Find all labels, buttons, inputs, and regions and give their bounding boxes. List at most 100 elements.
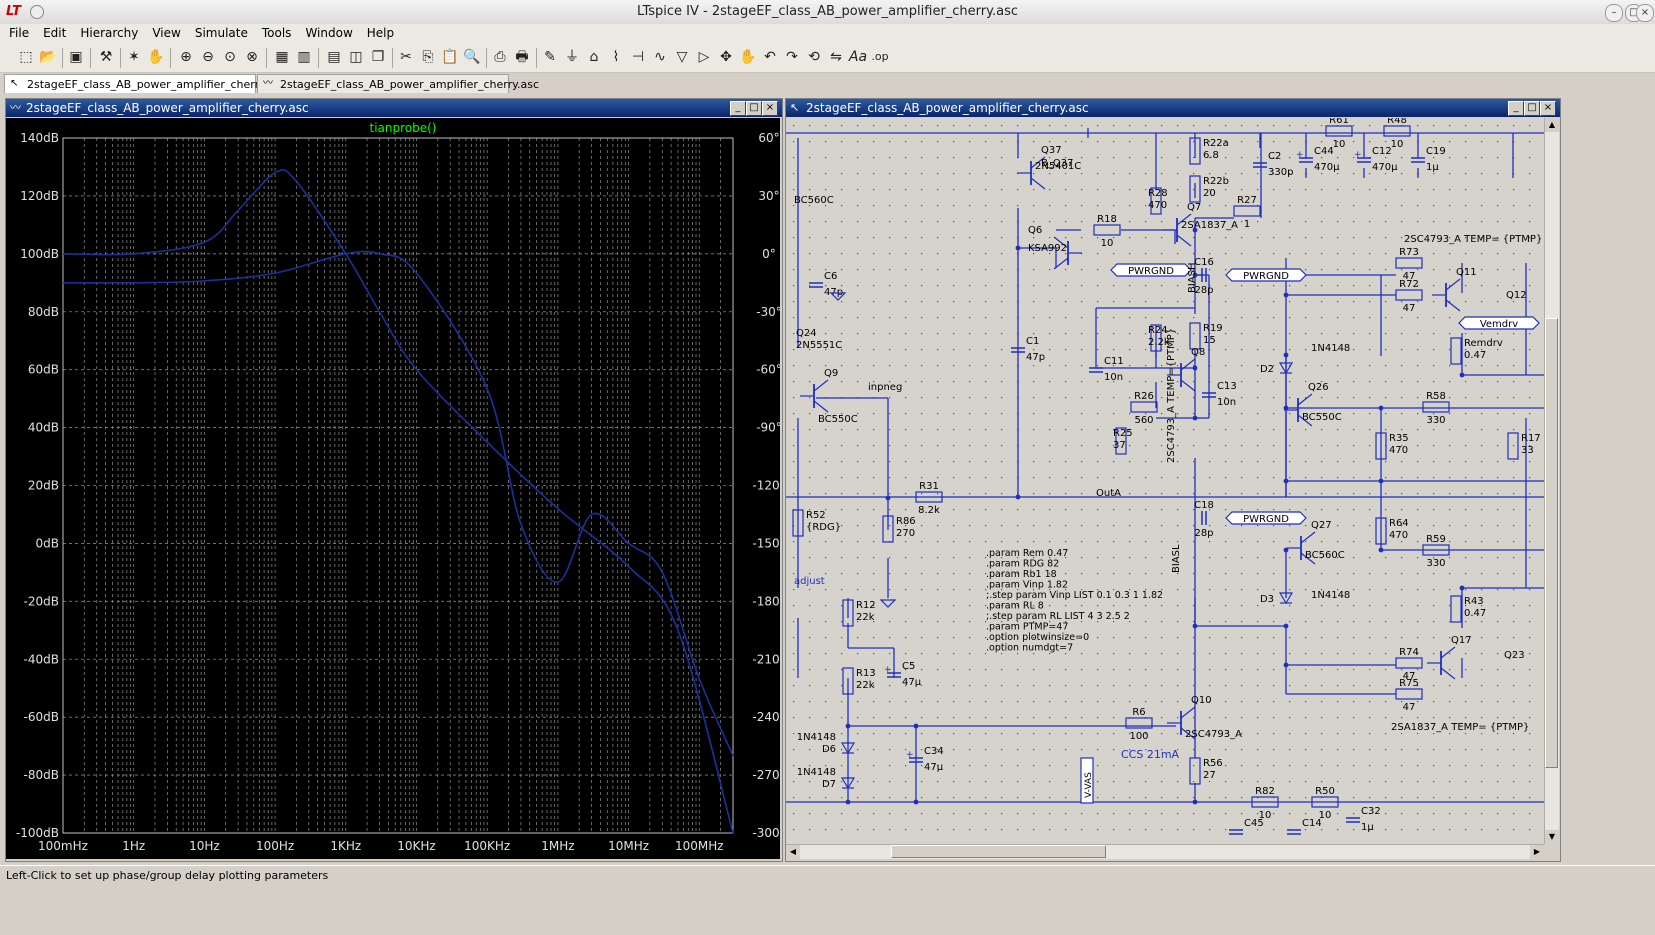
part-ref[interactable]: D7	[822, 779, 836, 790]
part-ref[interactable]: R35	[1389, 433, 1409, 444]
spice-directive-line[interactable]: .param RDG 82	[986, 559, 1059, 570]
pane-maximize-icon[interactable]: □	[746, 101, 762, 116]
menu-tools[interactable]: Tools	[261, 26, 292, 40]
capacitor-c45[interactable]	[1229, 829, 1243, 835]
part-value-q24[interactable]: 2N5551C	[796, 340, 842, 351]
part-ref[interactable]: R48	[1387, 118, 1407, 126]
resistor-r17[interactable]	[1507, 432, 1519, 460]
spice-directive-line[interactable]: .option numdgt=7	[986, 643, 1073, 654]
part-value[interactable]: 330	[1426, 415, 1445, 426]
halt-icon[interactable]: ✋	[147, 49, 165, 65]
label-outa[interactable]: OutA	[1096, 488, 1121, 499]
resistor-r27[interactable]	[1233, 205, 1261, 217]
part-value[interactable]: 47p	[1026, 352, 1045, 363]
rotate-icon[interactable]: ⟲	[808, 49, 820, 65]
part-ref[interactable]: R24	[1148, 325, 1168, 336]
part-ref[interactable]: Q17	[1451, 635, 1472, 646]
part-ref[interactable]: C16	[1194, 257, 1214, 268]
part-value[interactable]: 37	[1113, 440, 1126, 451]
resistor-r6[interactable]	[1125, 717, 1153, 729]
part-value[interactable]: 20	[1203, 188, 1216, 199]
close-icon[interactable]: ×	[1636, 4, 1654, 22]
schematic-pane-title[interactable]: ↖ 2stageEF_class_AB_power_amplifier_cher…	[786, 99, 1560, 117]
part-ref[interactable]: R22a	[1203, 138, 1229, 149]
part-ref[interactable]: R52	[806, 510, 826, 521]
resistor-r61[interactable]	[1325, 125, 1353, 137]
schematic-hscrollbar[interactable]: ◀ ▶	[786, 844, 1544, 859]
capacitor-c12[interactable]: +	[1354, 150, 1371, 163]
capacitor-c44[interactable]: +	[1296, 150, 1313, 163]
resistor-r48[interactable]	[1383, 125, 1411, 137]
capacitor-c1[interactable]	[1011, 347, 1025, 353]
cancel-zoom-icon[interactable]: ⊗	[246, 49, 258, 65]
phase-trace[interactable]	[62, 250, 734, 757]
resistor-r19[interactable]	[1189, 322, 1201, 350]
capacitor-c19[interactable]	[1411, 157, 1425, 163]
resistor-r58[interactable]	[1422, 401, 1450, 413]
label-icon[interactable]: ⌂	[589, 49, 599, 65]
part-value[interactable]: 1N4148	[797, 732, 836, 743]
tile-vertical-icon[interactable]: ▤	[327, 49, 341, 65]
resistor-r75[interactable]	[1395, 688, 1423, 700]
part-ref[interactable]: R74	[1399, 647, 1419, 658]
inductor-icon[interactable]: ∿	[654, 49, 666, 65]
resistor-r24[interactable]	[1150, 324, 1162, 352]
spice-directive-line[interactable]: .option plotwinsize=0	[986, 632, 1089, 643]
save-icon[interactable]: ▣	[69, 49, 83, 65]
waveform-pane-title[interactable]: 〰 2stageEF_class_AB_power_amplifier_cher…	[6, 99, 782, 117]
transistor-q6[interactable]	[1053, 236, 1082, 270]
window-title-bar[interactable]: LT LTspice IV - 2stageEF_class_AB_power_…	[0, 0, 1655, 25]
part-ref[interactable]: R31	[919, 481, 939, 492]
drag-icon[interactable]: ✋	[739, 49, 757, 65]
part-ref[interactable]: Remdrv	[1464, 338, 1503, 349]
part-ref[interactable]: Q10	[1191, 695, 1212, 706]
part-value[interactable]: 15	[1203, 335, 1216, 346]
part-value[interactable]: 2N5401C	[1035, 161, 1081, 172]
resistor-r35[interactable]	[1375, 432, 1387, 460]
part-ref[interactable]: R82	[1255, 786, 1275, 797]
label-b-q37[interactable]: B_Q37	[1041, 158, 1073, 169]
pane-maximize-icon[interactable]: □	[1524, 101, 1540, 116]
part-ref[interactable]: R27	[1237, 195, 1257, 206]
resistor-r56[interactable]	[1189, 757, 1201, 785]
redo-icon[interactable]: ↷	[786, 49, 798, 65]
undo-icon[interactable]: ↶	[764, 49, 776, 65]
spice-directive-line[interactable]: .param PTMP=47	[986, 622, 1068, 633]
part-ref[interactable]: C11	[1104, 356, 1124, 367]
mirror-icon[interactable]: ⇋	[830, 49, 842, 65]
paste-icon[interactable]: 📋	[441, 49, 459, 65]
transistor-q7[interactable]	[1163, 213, 1192, 247]
part-value[interactable]: 10	[1333, 139, 1346, 150]
resistor-r25[interactable]	[1115, 427, 1127, 455]
resistor-r82[interactable]	[1251, 796, 1279, 808]
resistor-r50[interactable]	[1311, 796, 1339, 808]
part-ref[interactable]: R56	[1203, 758, 1223, 769]
part-ref[interactable]: C2	[1268, 151, 1281, 162]
part-ref[interactable]: C32	[1361, 806, 1381, 817]
part-value[interactable]: 470	[1148, 200, 1167, 211]
part-ref[interactable]: R22b	[1203, 176, 1229, 187]
pane-close-icon[interactable]: ×	[762, 101, 778, 116]
label-biasl[interactable]: BIASL	[1171, 544, 1182, 573]
part-value[interactable]: 47	[1403, 671, 1416, 682]
part-value[interactable]: 10	[1319, 810, 1332, 821]
capacitor-c18[interactable]	[1201, 511, 1207, 525]
tile-horizontal-icon[interactable]: ◫	[349, 49, 363, 65]
scroll-left-button[interactable]: ◀	[786, 845, 800, 859]
part-ref[interactable]: R13	[856, 668, 876, 679]
part-value[interactable]: 470μ	[1314, 162, 1340, 173]
move-icon[interactable]: ✥	[720, 49, 732, 65]
label-q11-model[interactable]: 2SC4793_A TEMP= {PTMP}	[1404, 234, 1542, 245]
part-value[interactable]: 28p	[1194, 285, 1213, 296]
part-value-d3[interactable]: 1N4148	[1311, 590, 1350, 601]
resistor-r18[interactable]	[1093, 224, 1121, 236]
part-value[interactable]: 27	[1203, 770, 1216, 781]
transistor-q8[interactable]	[1167, 358, 1196, 392]
part-ref[interactable]: C19	[1426, 146, 1446, 157]
resistor-r13[interactable]	[842, 667, 854, 695]
part-ref[interactable]: R18	[1097, 214, 1117, 225]
capacitor-c13[interactable]	[1202, 392, 1216, 398]
capacitor-c11[interactable]	[1089, 367, 1103, 373]
hscroll-thumb[interactable]	[891, 845, 1106, 858]
pwrgnd-flag-2[interactable]: PWRGND	[1225, 268, 1307, 282]
